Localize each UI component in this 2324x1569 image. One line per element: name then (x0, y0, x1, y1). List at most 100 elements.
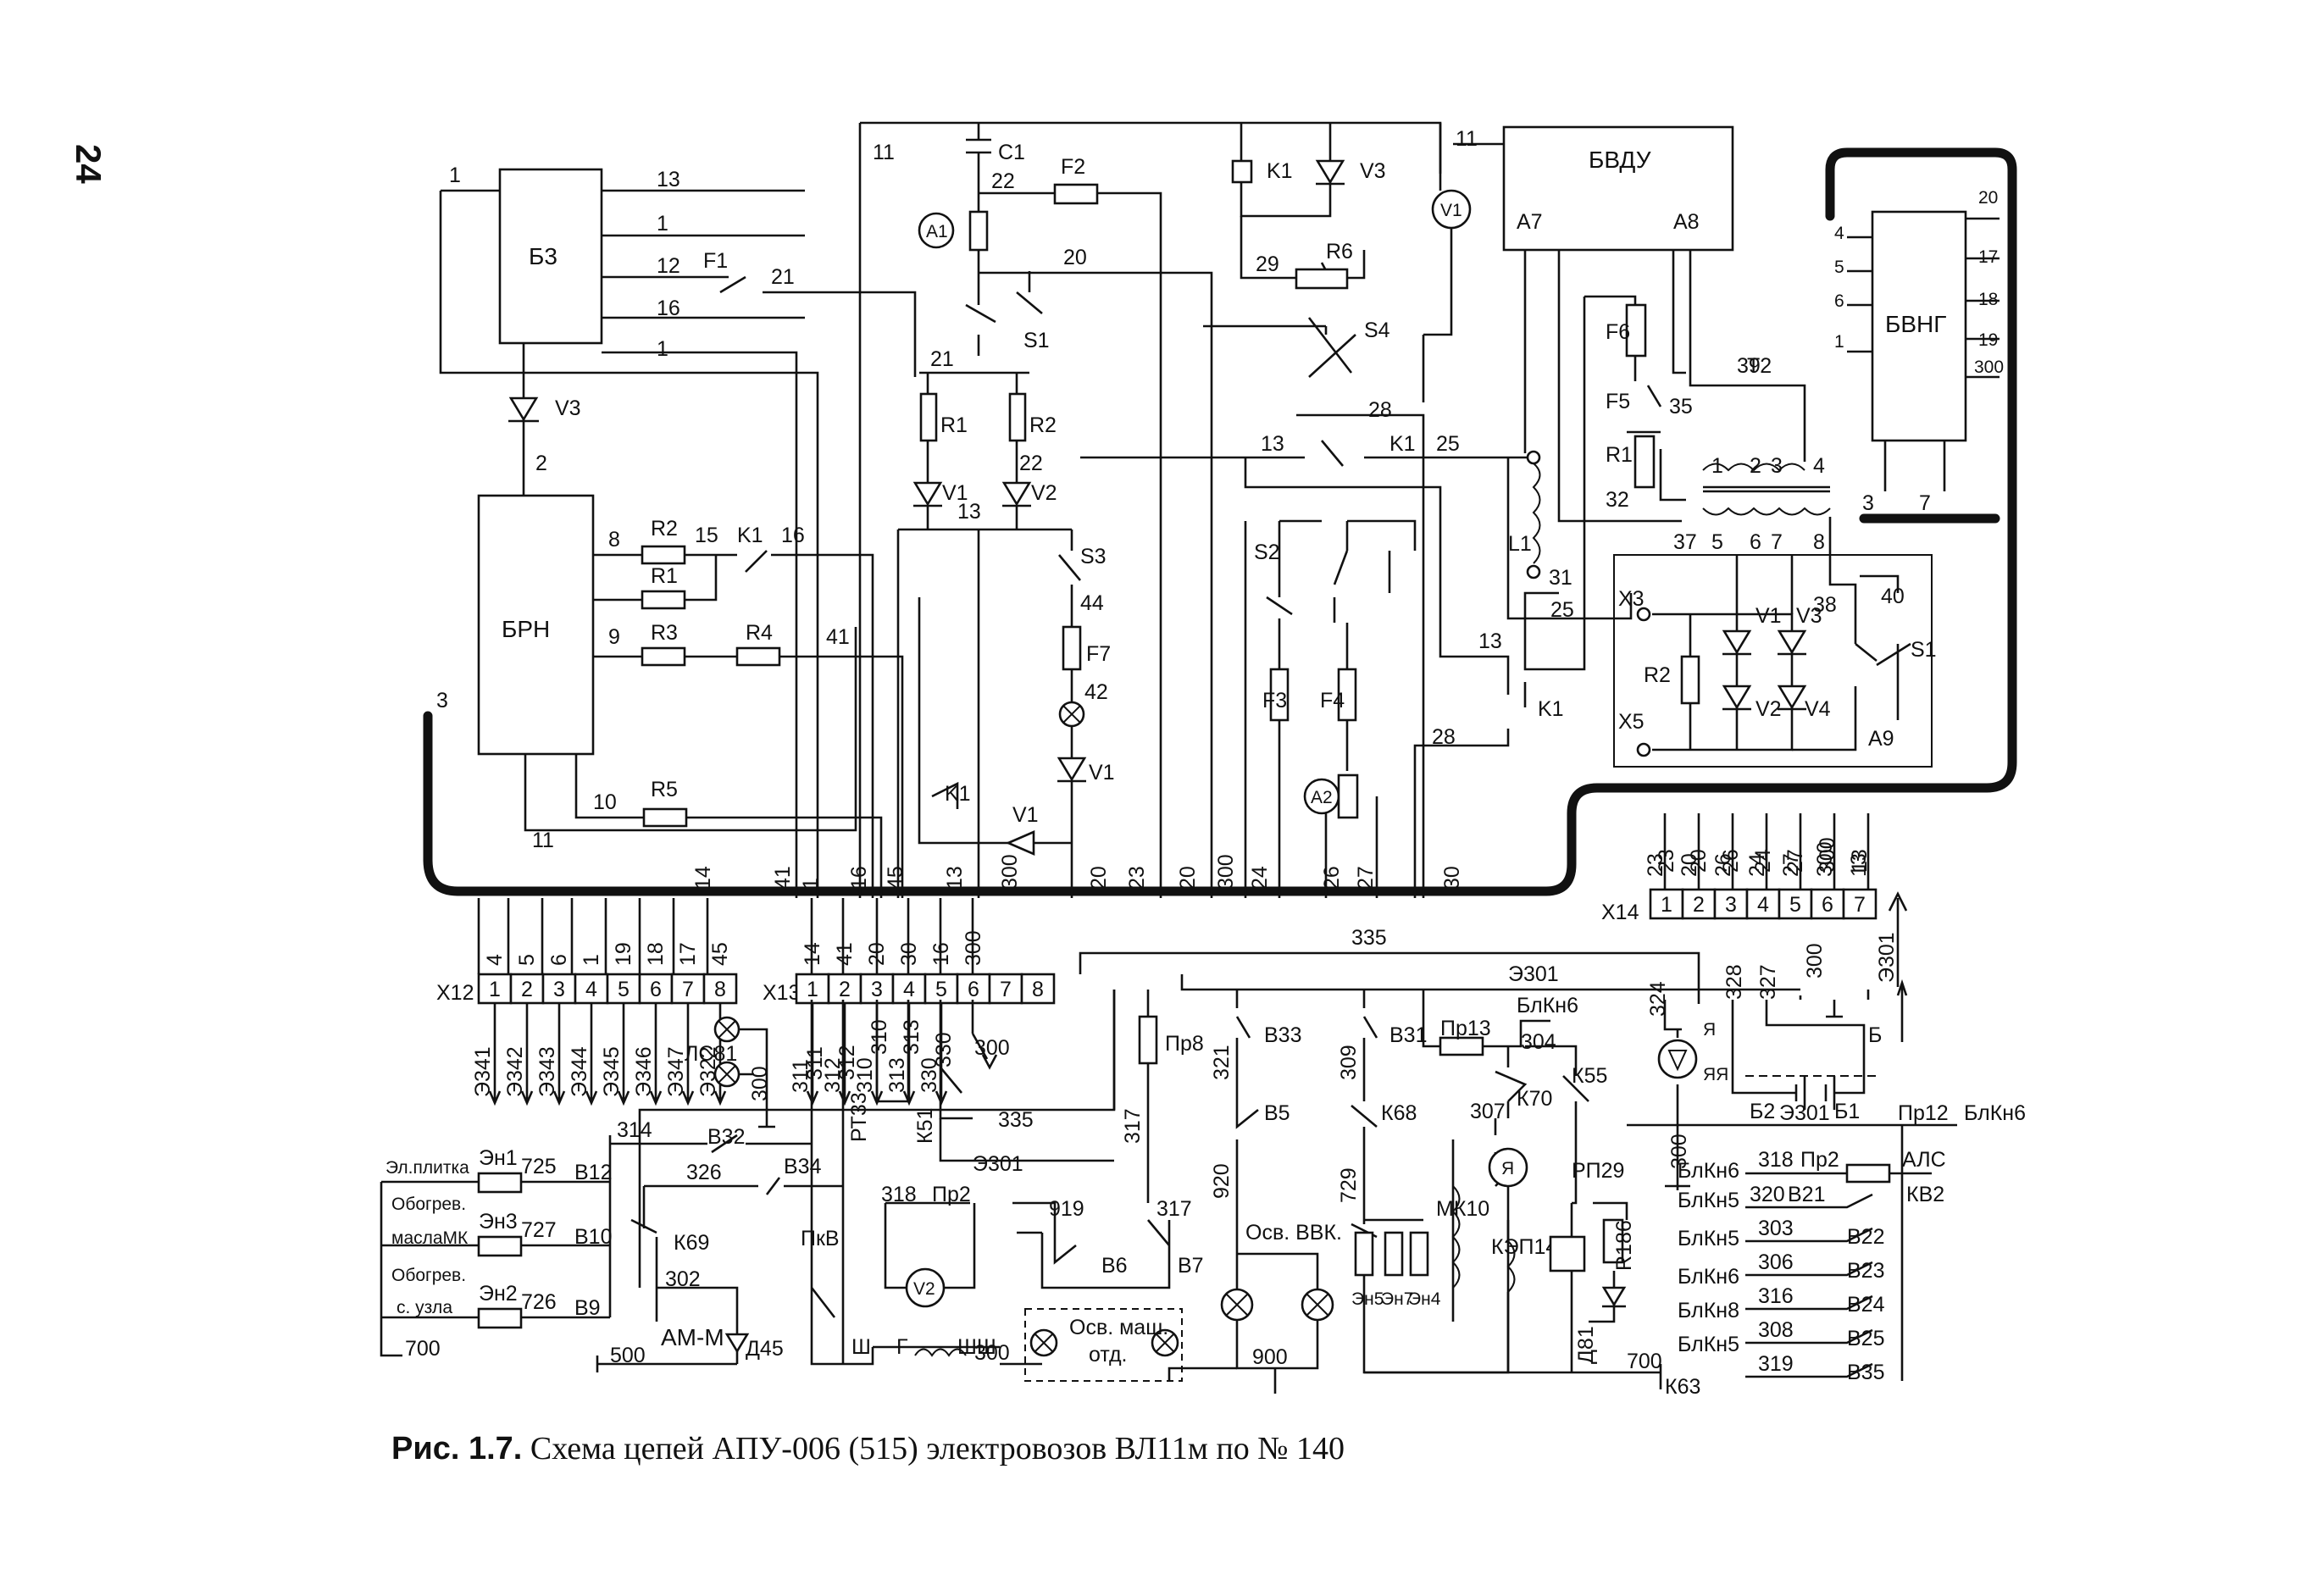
svg-text:900: 900 (1252, 1345, 1288, 1369)
svg-text:В5: В5 (1264, 1101, 1290, 1125)
svg-text:К69: К69 (674, 1231, 709, 1255)
svg-text:В25: В25 (1847, 1327, 1884, 1350)
svg-text:7: 7 (1919, 491, 1931, 515)
block-brn (477, 494, 595, 756)
svg-text:В35: В35 (1847, 1361, 1884, 1384)
fuse-f1-label: F1 (703, 249, 728, 273)
svg-text:Пр8: Пр8 (1165, 1032, 1204, 1056)
x12-pin-label: 1 (489, 978, 501, 1001)
x12-wire-bottom: Э346 (632, 1046, 656, 1097)
diode-v3-left (508, 396, 539, 422)
x12-wire-bottom: Э343 (535, 1046, 559, 1097)
bus-wire-labels: 14 41 1 16 45 13 300 20 23 20 300 24 26 … (691, 841, 1871, 890)
svg-text:22: 22 (1019, 452, 1043, 475)
svg-text:11: 11 (1456, 127, 1478, 151)
svg-text:6: 6 (1834, 291, 1844, 311)
svg-text:327: 327 (1756, 964, 1780, 1000)
svg-text:21: 21 (771, 265, 795, 289)
svg-text:F2: F2 (1061, 155, 1085, 179)
x13-pin-label: 6 (968, 978, 979, 1001)
x12-pin-label: 4 (585, 978, 597, 1001)
svg-text:29: 29 (1256, 252, 1279, 276)
svg-text:1: 1 (1834, 332, 1844, 352)
svg-text:1: 1 (657, 212, 668, 236)
x14-wire-top: 24 (1751, 849, 1775, 873)
svg-text:729: 729 (1337, 1167, 1361, 1203)
svg-text:13: 13 (1261, 432, 1284, 456)
svg-text:1: 1 (449, 164, 461, 187)
svg-text:Обогрев.: Обогрев. (391, 1266, 466, 1285)
svg-text:5: 5 (1834, 258, 1844, 277)
svg-text:700: 700 (405, 1337, 441, 1361)
svg-text:311: 311 (803, 1046, 827, 1080)
svg-text:335: 335 (1351, 926, 1387, 950)
x13-pin-box (827, 973, 862, 1005)
svg-text:321: 321 (1210, 1045, 1234, 1080)
svg-text:317: 317 (1156, 1197, 1192, 1221)
svg-text:F5: F5 (1606, 390, 1630, 413)
svg-text:S2: S2 (1254, 541, 1280, 564)
svg-text:ШШ: ШШ (957, 1335, 996, 1359)
svg-text:919: 919 (1049, 1197, 1084, 1221)
svg-text:Х3: Х3 (1618, 587, 1645, 611)
svg-text:R1: R1 (651, 564, 678, 588)
cable-harness (423, 147, 2017, 896)
x13-pin-label: 8 (1032, 978, 1044, 1001)
svg-text:Э301: Э301 (1508, 962, 1559, 986)
svg-text:35: 35 (1669, 395, 1693, 419)
svg-text:41: 41 (826, 625, 850, 649)
svg-text:318: 318 (1758, 1148, 1794, 1172)
svg-text:РТ33: РТ33 (847, 1092, 871, 1142)
svg-text:39: 39 (1737, 354, 1761, 378)
x14-wire-top: 26 (1719, 849, 1743, 873)
svg-text:324: 324 (1646, 981, 1670, 1017)
svg-text:700: 700 (1627, 1350, 1662, 1373)
x12-wire-top: 17 (676, 942, 700, 966)
svg-text:R5: R5 (651, 778, 678, 801)
svg-text:V2: V2 (1031, 481, 1057, 505)
svg-text:R6: R6 (1326, 240, 1353, 263)
svg-text:Я: Я (1703, 1020, 1716, 1040)
svg-text:МК10: МК10 (1436, 1197, 1489, 1221)
svg-text:F4: F4 (1320, 689, 1345, 712)
svg-text:ПкВ: ПкВ (801, 1227, 840, 1250)
svg-text:F3: F3 (1262, 689, 1287, 712)
svg-text:БлКн6: БлКн6 (1517, 994, 1578, 1017)
svg-text:2: 2 (535, 452, 547, 475)
svg-text:20: 20 (1978, 188, 1998, 208)
svg-text:ЛС81: ЛС81 (685, 1042, 737, 1066)
svg-text:R2: R2 (1644, 663, 1671, 687)
svg-text:K1: K1 (1389, 432, 1416, 456)
svg-text:42: 42 (1084, 680, 1108, 704)
block-bvng-label: БВНГ (1885, 311, 1946, 337)
svg-text:3: 3 (1771, 454, 1783, 478)
svg-text:8: 8 (608, 528, 620, 552)
x14-pin-box (1649, 888, 1684, 920)
x12-wire-arrow (617, 1003, 630, 1106)
svg-text:V3: V3 (555, 396, 581, 420)
svg-text:4: 4 (1834, 224, 1844, 243)
x13-label: Х13 (763, 981, 800, 1005)
svg-text:3: 3 (1862, 491, 1874, 515)
svg-text:16: 16 (781, 524, 805, 547)
x12-label: Х12 (436, 981, 474, 1005)
svg-text:В31: В31 (1389, 1023, 1427, 1047)
svg-text:R4: R4 (746, 621, 773, 645)
svg-text:32: 32 (1606, 488, 1629, 512)
x13-wire-bottom: 313 (885, 1057, 909, 1093)
svg-text:V1: V1 (1755, 604, 1782, 628)
x12-wire-top: 18 (644, 942, 668, 966)
svg-text:306: 306 (1758, 1250, 1794, 1274)
block-a9 (1613, 554, 1933, 768)
svg-text:Д45: Д45 (746, 1337, 784, 1361)
svg-text:В23: В23 (1847, 1259, 1884, 1283)
svg-text:K1: K1 (945, 782, 971, 806)
svg-text:300: 300 (1813, 841, 1837, 877)
x12-wire-top: 1 (580, 954, 603, 966)
svg-text:R2: R2 (651, 517, 678, 541)
x12-wire-arrow (681, 1003, 695, 1106)
svg-text:727: 727 (521, 1218, 557, 1242)
svg-text:23: 23 (1125, 866, 1149, 890)
svg-text:F7: F7 (1086, 642, 1111, 666)
svg-text:300: 300 (1974, 358, 2004, 377)
